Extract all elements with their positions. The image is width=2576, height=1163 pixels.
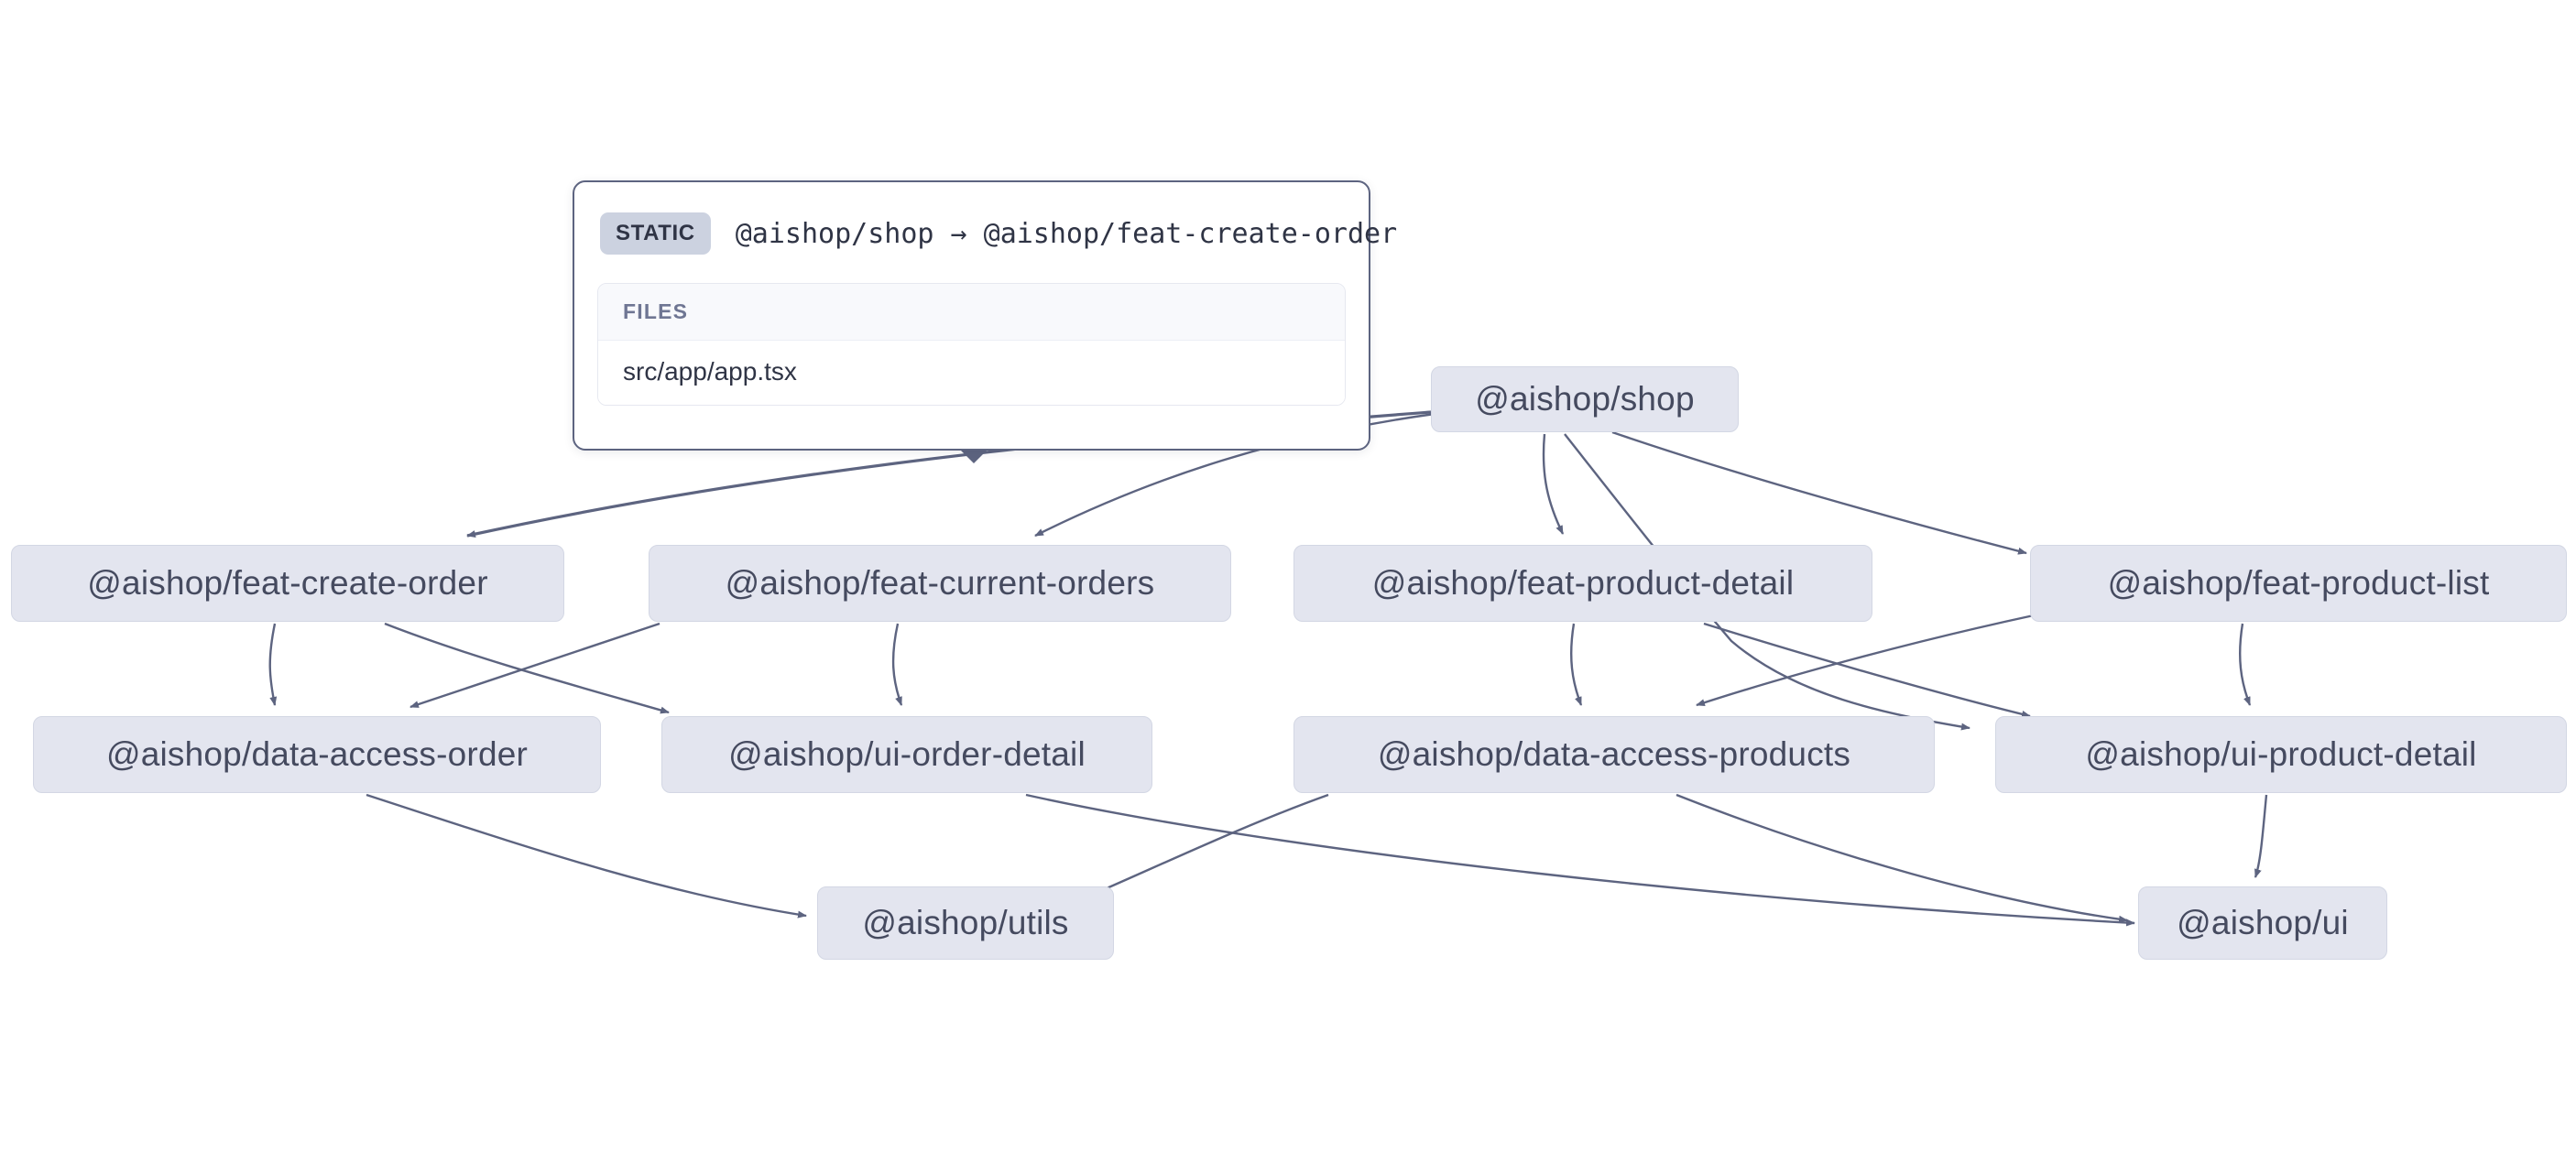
edge-shop-to-ui-product-detail [1564,433,1970,731]
edge-feat-create-order-to-data-access-order [268,623,278,706]
static-badge: STATIC [600,212,711,255]
edge-ui-product-detail-to-ui [2254,794,2268,878]
graph-node-ui-order-detail[interactable]: @aishop/ui-order-detail [661,716,1152,793]
file-list-item[interactable]: src/app/app.tsx [598,341,1345,405]
edge-feat-current-orders-to-data-access-order [409,622,660,709]
edge-data-access-products-to-utils [1076,793,1329,903]
graph-node-label: @aishop/data-access-order [105,735,529,773]
edge-data-access-order-to-utils [366,793,807,918]
graph-node-label: @aishop/feat-current-orders [725,564,1155,602]
graph-node-label: @aishop/data-access-products [1377,735,1851,773]
graph-node-shop[interactable]: @aishop/shop [1431,366,1739,432]
files-heading: FILES [598,284,1345,341]
edge-shop-to-feat-product-detail [1542,433,1565,535]
edge-ui-order-detail-to-ui [1025,793,2135,927]
graph-node-label: @aishop/shop [1475,380,1695,418]
tooltip-header: STATIC @aishop/shop → @aishop/feat-creat… [574,182,1397,262]
graph-node-ui[interactable]: @aishop/ui [2138,886,2387,960]
graph-node-label: @aishop/feat-create-order [87,564,488,602]
graph-node-data-access-products[interactable]: @aishop/data-access-products [1293,716,1935,793]
graph-node-label: @aishop/feat-product-detail [1371,564,1795,602]
tooltip-title: @aishop/shop → @aishop/feat-create-order [735,217,1398,250]
graph-node-utils[interactable]: @aishop/utils [817,886,1114,960]
graph-node-label: @aishop/ui-order-detail [728,735,1086,773]
graph-node-label: @aishop/feat-product-list [2107,564,2490,602]
graph-node-label: @aishop/utils [862,904,1069,941]
edge-feat-product-list-to-data-access-products [1696,614,2035,707]
graph-node-feat-product-list[interactable]: @aishop/feat-product-list [2030,545,2567,622]
graph-node-label: @aishop/ui-product-detail [2085,735,2477,773]
graph-node-feat-create-order[interactable]: @aishop/feat-create-order [11,545,564,622]
graph-node-feat-product-detail[interactable]: @aishop/feat-product-detail [1293,545,1872,622]
edge-shop-to-feat-current-orders [1034,412,1435,538]
edge-feat-current-orders-to-ui-order-detail [891,623,903,706]
edge-feat-product-detail-to-data-access-products [1569,623,1583,706]
edge-feat-product-detail-to-ui-product-detail [1703,622,2031,718]
edge-feat-product-list-to-ui-product-detail [2238,623,2252,706]
files-panel: FILES src/app/app.tsx [597,283,1346,406]
edge-feat-create-order-to-ui-order-detail [384,622,670,714]
graph-node-feat-current-orders[interactable]: @aishop/feat-current-orders [649,545,1231,622]
graph-node-label: @aishop/ui [2177,904,2349,941]
edge-shop-to-feat-product-list [1611,430,2027,555]
graph-node-data-access-order[interactable]: @aishop/data-access-order [33,716,601,793]
edge-detail-tooltip[interactable]: STATIC @aishop/shop → @aishop/feat-creat… [573,180,1397,451]
graph-node-ui-product-detail[interactable]: @aishop/ui-product-detail [1995,716,2567,793]
edge-data-access-products-to-ui [1675,793,2128,923]
